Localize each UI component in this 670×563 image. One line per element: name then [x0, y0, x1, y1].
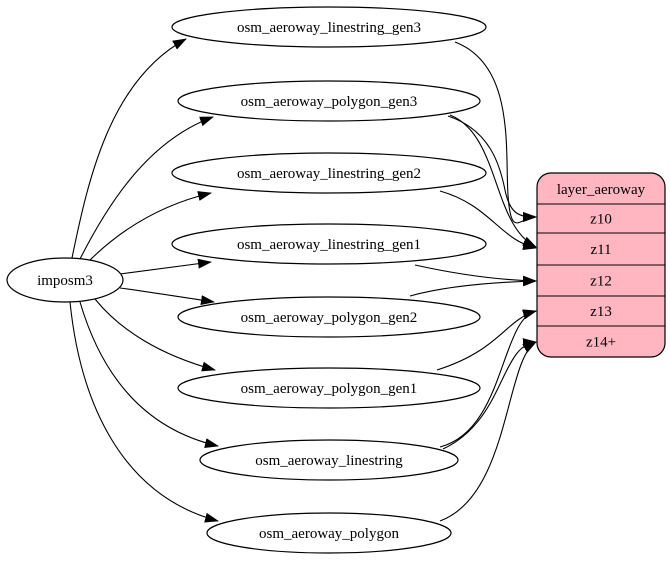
edge-arrow: [94, 298, 216, 372]
edge-arrow: [439, 190, 537, 251]
node-label: osm_aeroway_polygon_gen1: [241, 381, 418, 397]
node-label: osm_aeroway_linestring_gen3: [237, 20, 421, 36]
edge-arrow: [71, 38, 187, 259]
node-ellipse: [171, 223, 487, 265]
edge-arrow: [87, 191, 212, 263]
node-poly-gen1: osm_aeroway_polygon_gen1: [177, 367, 481, 409]
node-ellipse: [177, 80, 481, 122]
port-z12: z12: [590, 274, 612, 290]
node-ellipse: [171, 152, 487, 194]
edge-imposm3-to-polygon: [69, 301, 219, 523]
node-linestring: osm_aeroway_linestring: [199, 439, 459, 481]
edge-imposm3-to-poly-gen1: [94, 298, 216, 372]
node-ellipse: [171, 6, 487, 48]
node-ellipse: [206, 512, 452, 554]
edge-imposm3-to-poly-gen3: [79, 116, 214, 260]
node-lin-gen1: osm_aeroway_linestring_gen1: [171, 223, 487, 265]
node-label: osm_aeroway_polygon_gen2: [241, 310, 418, 326]
edge-arrow: [439, 309, 537, 448]
edge-lin-gen2-to-z11: [439, 190, 537, 251]
edge-imposm3-to-lin-gen3: [71, 38, 187, 259]
edge-imposm3-to-lin-gen1: [119, 258, 212, 275]
node-ellipse: [177, 367, 481, 409]
node-label: osm_aeroway_polygon: [259, 526, 399, 542]
port-z14-plus: z14+: [586, 335, 616, 351]
edges: [69, 38, 537, 523]
edge-arrow: [69, 301, 219, 523]
edge-imposm3-to-linestring: [79, 301, 219, 448]
port-z10: z10: [590, 212, 612, 228]
node-label: imposm3: [37, 273, 93, 289]
node-label: osm_aeroway_polygon_gen3: [241, 94, 418, 110]
edge-arrow: [449, 114, 537, 248]
node-poly-gen2: osm_aeroway_polygon_gen2: [177, 296, 481, 338]
node-polygon: osm_aeroway_polygon: [206, 512, 452, 554]
edge-imposm3-to-lin-gen2: [87, 191, 212, 263]
edge-poly-gen2-to-z12: [409, 276, 537, 297]
edge-arrow: [119, 258, 212, 275]
node-lin-gen3: osm_aeroway_linestring_gen3: [171, 6, 487, 48]
edge-arrow: [447, 115, 537, 222]
node-lin-gen2: osm_aeroway_linestring_gen2: [171, 152, 487, 194]
edge-arrow: [119, 287, 215, 306]
port-z11: z11: [590, 242, 611, 258]
edge-lin-gen3-to-z10: [454, 41, 537, 224]
node-ellipse: [199, 439, 459, 481]
edge-linestring-to-z13: [439, 309, 537, 448]
edge-imposm3-to-poly-gen2: [119, 287, 215, 306]
edge-arrow: [409, 276, 537, 297]
nodes: imposm3 osm_aeroway_linestring_gen3 osm_ae…: [6, 6, 487, 554]
layer-aeroway-record: layer_aeroway z10 z11 z12 z13 z14+: [536, 172, 666, 358]
edge-arrow: [439, 341, 537, 522]
edge-lin-gen1-to-z12: [414, 264, 537, 286]
edge-arrow: [79, 301, 219, 448]
node-ellipse: [6, 257, 124, 303]
node-poly-gen3: osm_aeroway_polygon_gen3: [177, 80, 481, 122]
edge-arrow: [454, 41, 537, 224]
edge-polygon-to-z14-plus: [439, 341, 537, 522]
port-z13: z13: [590, 304, 612, 320]
edge-arrow: [79, 116, 214, 260]
node-label: osm_aeroway_linestring: [255, 453, 403, 469]
node-imposm3: imposm3: [6, 257, 124, 303]
record-title: layer_aeroway: [557, 182, 646, 198]
node-label: osm_aeroway_linestring_gen2: [237, 166, 421, 182]
edge-poly-gen3-to-z10: [447, 115, 537, 222]
edge-arrow: [414, 264, 537, 286]
node-label: osm_aeroway_linestring_gen1: [237, 237, 421, 253]
edge-poly-gen3-to-z11: [449, 114, 537, 248]
node-ellipse: [177, 296, 481, 338]
